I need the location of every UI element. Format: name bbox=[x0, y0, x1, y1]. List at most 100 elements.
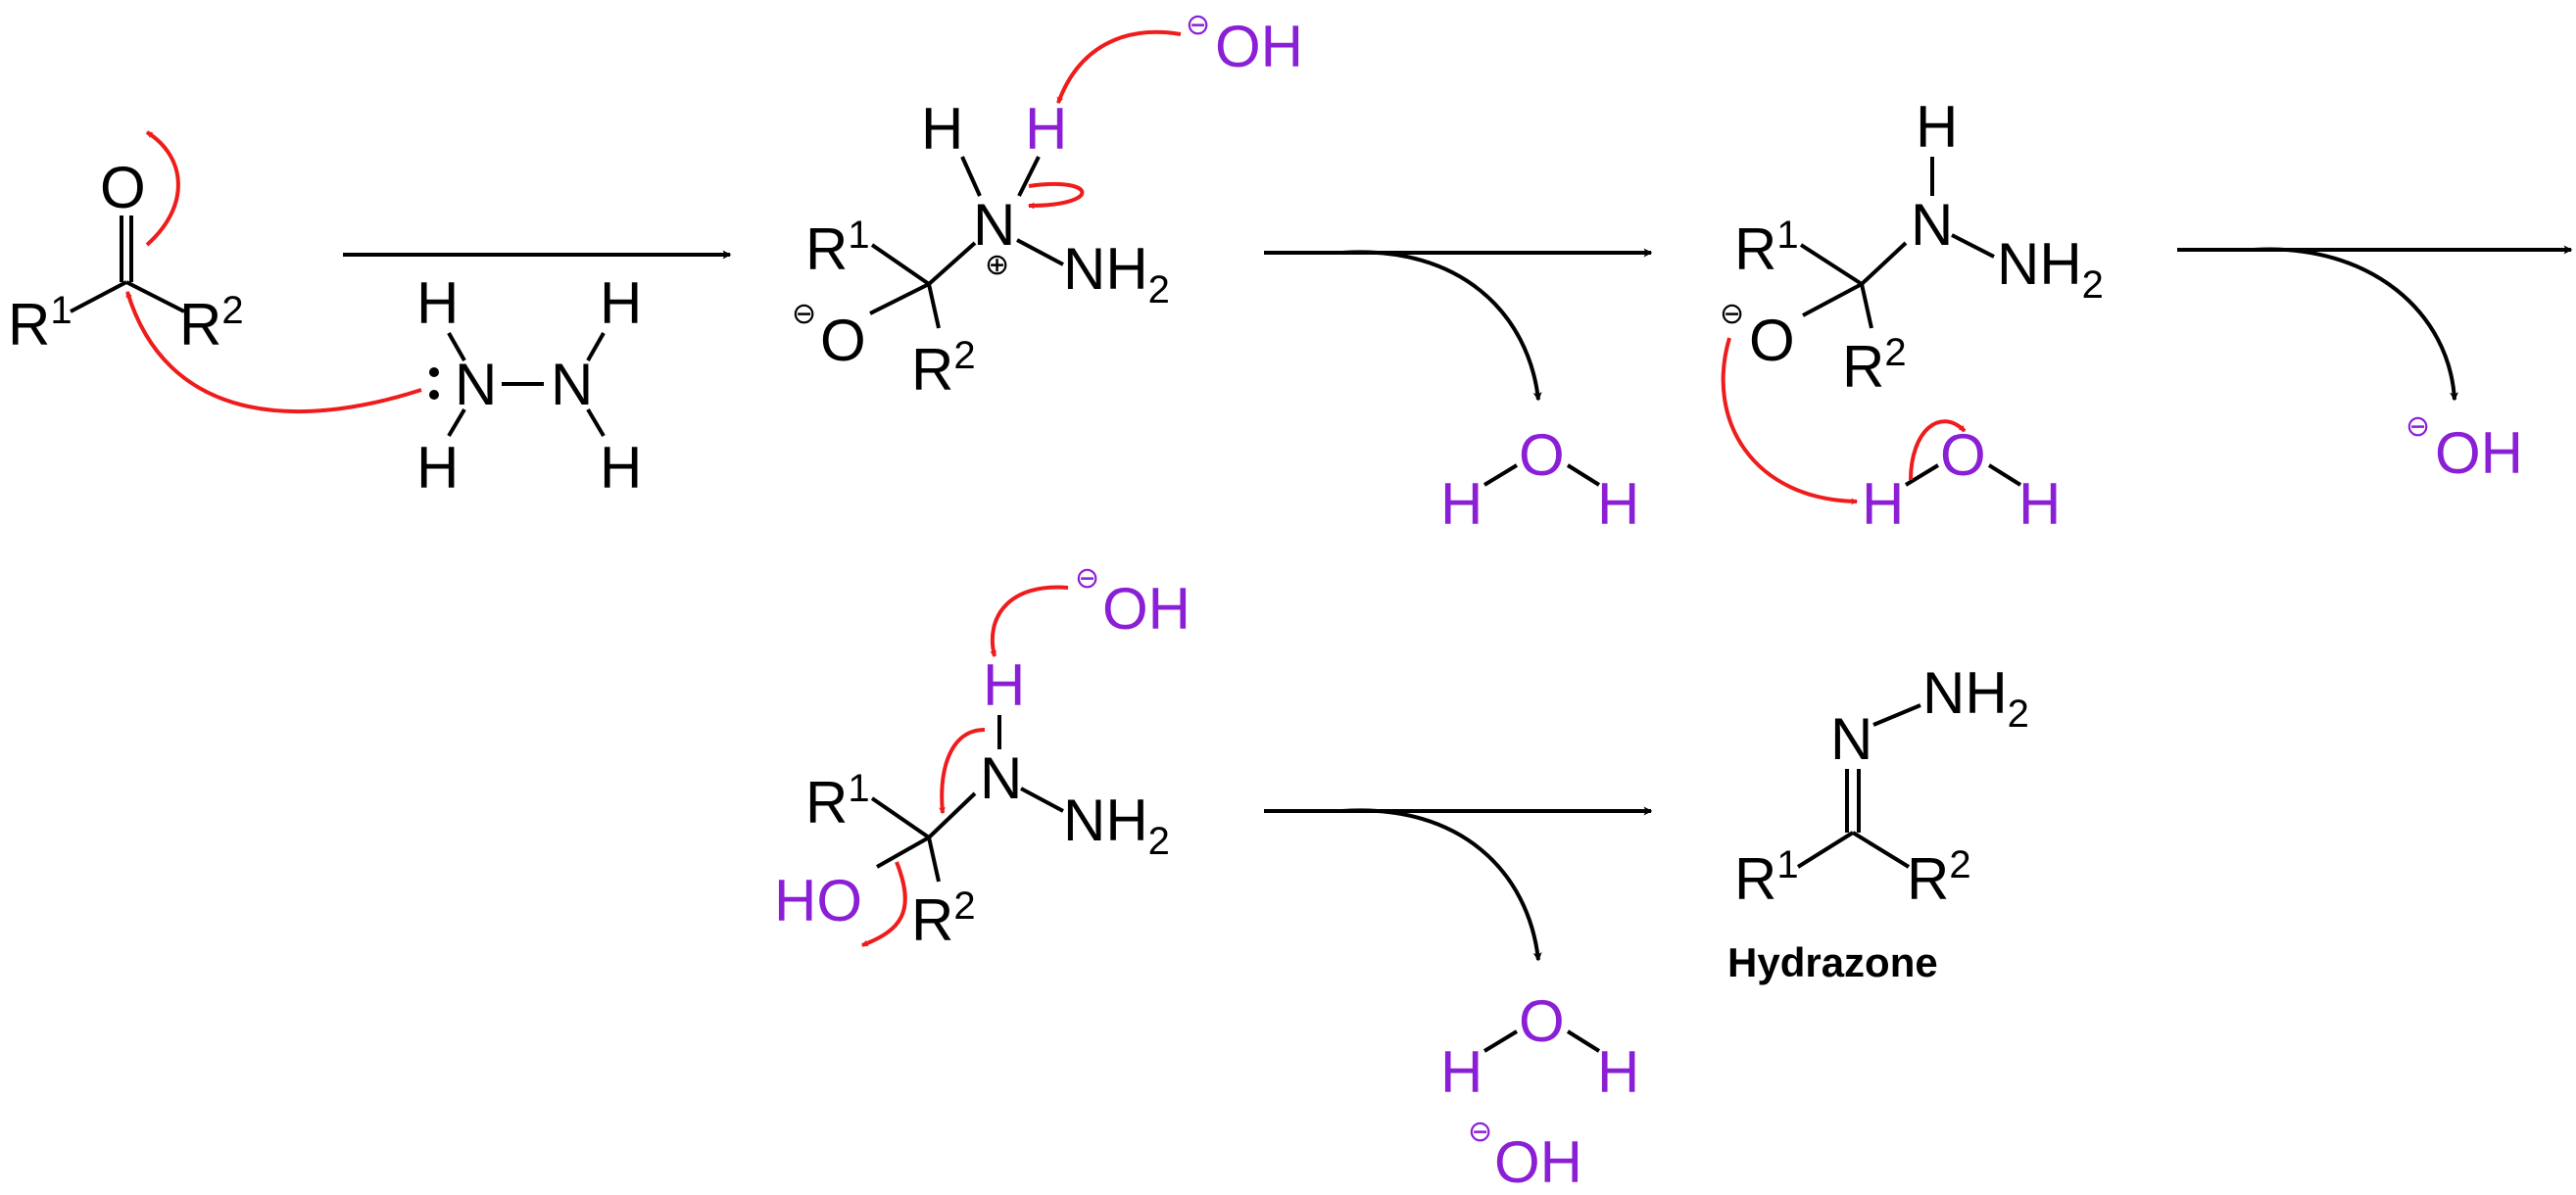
curly-arrow-leaving-group bbox=[860, 861, 907, 947]
hydroxide-byproduct: ⊖ OH bbox=[2406, 410, 2523, 486]
c-n-bond bbox=[1860, 241, 1908, 286]
r2-label: R2 bbox=[911, 884, 976, 953]
water-h: H bbox=[1440, 471, 1482, 537]
curly-arrow-nh-to-cn bbox=[938, 728, 986, 815]
oh-bond bbox=[1566, 463, 1601, 487]
lone-pair-dot bbox=[429, 367, 439, 377]
hydroxide-base: ⊖ OH bbox=[1075, 562, 1191, 642]
water-oxygen: O bbox=[1519, 422, 1565, 488]
carbinolamine-intermediate: R1 N NH2 H HO R2 bbox=[774, 652, 1170, 953]
r1-label: R1 bbox=[1734, 843, 1799, 912]
water-acid: H O H bbox=[1862, 422, 2061, 537]
nh2-group: NH2 bbox=[1922, 660, 2029, 736]
hydrazine-h: H bbox=[416, 435, 459, 501]
nn-bond bbox=[1872, 703, 1921, 727]
c-o-bond bbox=[869, 282, 930, 315]
alkoxide-intermediate: R1 N NH2 H ⊖ O R2 bbox=[1720, 94, 2104, 400]
nh-bond bbox=[586, 332, 606, 361]
curly-arrow-nh-to-n bbox=[1027, 181, 1085, 210]
curly-arrow-protonation bbox=[1721, 337, 1859, 505]
product-label: Hydrazone bbox=[1727, 939, 1938, 985]
c-r2-bond bbox=[927, 283, 941, 329]
oh-bond bbox=[1482, 463, 1519, 487]
lone-pair-dot bbox=[429, 390, 439, 400]
r2-label: R2 bbox=[1907, 843, 1971, 912]
plus-charge: ⊕ bbox=[985, 249, 1009, 281]
curly-arrow-oh-to-o bbox=[1909, 419, 1967, 481]
hydrazine-structure: N N H H H H bbox=[416, 270, 642, 501]
water-byproduct-1: O H H bbox=[1440, 422, 1639, 537]
minus-charge: ⊖ bbox=[1720, 298, 1744, 330]
c-r2-bond bbox=[1851, 831, 1911, 869]
byproduct-arrow-1 bbox=[1341, 250, 1542, 402]
c-r2-bond bbox=[1860, 283, 1873, 329]
hydrazine-h: H bbox=[600, 270, 642, 336]
r1-label: R1 bbox=[1734, 214, 1799, 282]
c-o-bond bbox=[1802, 282, 1863, 317]
hydroxide: OH bbox=[1102, 576, 1191, 642]
oh-bond bbox=[1987, 463, 2022, 487]
oh-bond bbox=[1566, 1029, 1601, 1053]
c-r2-bond bbox=[927, 836, 941, 883]
minus-charge: ⊖ bbox=[1186, 9, 1210, 41]
water-h: H bbox=[1440, 1039, 1482, 1105]
hydroxide: OH bbox=[2435, 420, 2523, 486]
hydrazine-h: H bbox=[600, 435, 642, 501]
byproduct-arrow-2 bbox=[2253, 247, 2459, 402]
hydroxyl-group: HO bbox=[774, 868, 862, 933]
hydroxide: OH bbox=[1215, 14, 1303, 79]
r2-label: R2 bbox=[911, 334, 976, 403]
zwitterion-intermediate: R1 N ⊕ NH2 H H ⊖ O R2 bbox=[792, 96, 1170, 403]
r1-label: R1 bbox=[805, 214, 870, 282]
minus-charge: ⊖ bbox=[2406, 410, 2430, 443]
nh2-group: NH2 bbox=[1997, 231, 2104, 307]
ketone-r2-bond bbox=[125, 280, 185, 313]
minus-charge: ⊖ bbox=[792, 298, 816, 330]
nh2-group: NH2 bbox=[1063, 236, 1170, 311]
ketone-r1-bond bbox=[70, 280, 127, 313]
c-n-bond bbox=[927, 241, 977, 286]
nh-bond bbox=[1017, 156, 1041, 197]
curly-arrow-n-attack bbox=[125, 290, 422, 414]
hydrazine-n1: N bbox=[455, 352, 497, 417]
minus-charge: ⊖ bbox=[1468, 1116, 1492, 1148]
water-h: H bbox=[1597, 1039, 1639, 1105]
water-oxygen: O bbox=[1519, 988, 1565, 1054]
oh-bond bbox=[1482, 1029, 1519, 1053]
ammonium-n: N bbox=[973, 192, 1015, 258]
c-r1-bond bbox=[1796, 831, 1855, 869]
r2-label: R2 bbox=[1842, 331, 1907, 400]
hydrazine-n2: N bbox=[551, 352, 593, 417]
amine-n: N bbox=[980, 745, 1022, 811]
acidic-h: H bbox=[1025, 96, 1067, 162]
nh-bond bbox=[447, 332, 466, 361]
nh2-group: NH2 bbox=[1063, 788, 1170, 863]
imine-n: N bbox=[1830, 706, 1872, 772]
nh-bond bbox=[447, 407, 466, 438]
n-h: H bbox=[1916, 94, 1958, 160]
ketone-r2: R2 bbox=[179, 289, 244, 358]
nn-bond bbox=[1020, 787, 1064, 813]
hydroxide: OH bbox=[1494, 1129, 1582, 1195]
water-h: H bbox=[1862, 471, 1904, 537]
c-n-bond bbox=[927, 791, 977, 839]
hydrazone-product: N NH2 R1 R2 Hydrazone bbox=[1727, 660, 2029, 985]
n-h: H bbox=[921, 96, 963, 162]
nn-bond bbox=[1016, 238, 1064, 266]
acidic-h: H bbox=[983, 652, 1025, 718]
alkoxide-o: O bbox=[1749, 308, 1795, 373]
curly-arrow-deprotonation bbox=[990, 585, 1069, 658]
nn-bond bbox=[1951, 233, 1995, 259]
alkoxide-o: O bbox=[820, 308, 866, 373]
byproduct-arrow-3 bbox=[1341, 808, 1542, 962]
nh-bond bbox=[586, 407, 606, 438]
nh-bond bbox=[960, 156, 982, 197]
oh-bond bbox=[1904, 463, 1940, 487]
amine-n: N bbox=[1911, 192, 1953, 258]
ketone-oxygen: O bbox=[100, 155, 146, 220]
water-byproduct-2: O H H bbox=[1440, 988, 1639, 1105]
c-r1-bond bbox=[1799, 243, 1864, 286]
curly-arrow-co-to-o bbox=[145, 130, 180, 247]
hydroxide-base: ⊖ OH bbox=[1186, 9, 1303, 79]
hydrazine-h: H bbox=[416, 270, 459, 336]
